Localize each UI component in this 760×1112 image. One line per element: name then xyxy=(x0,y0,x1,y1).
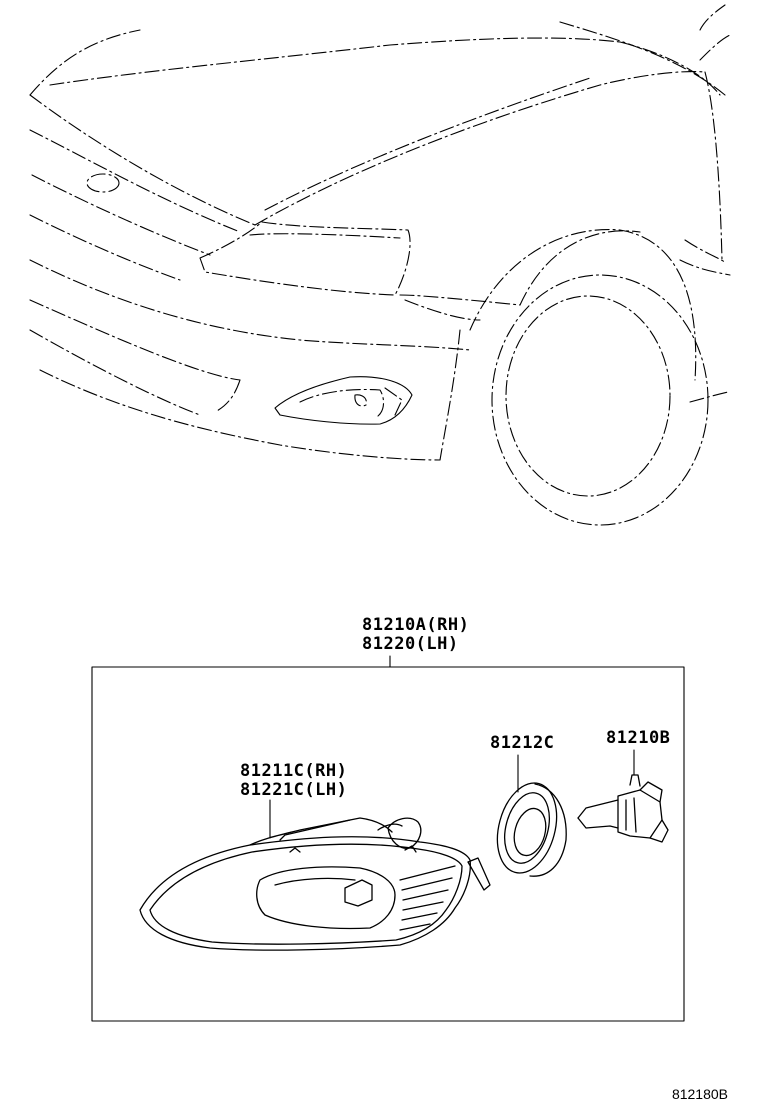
bulb xyxy=(577,774,669,843)
label-lens-housing-lh: 81221C(LH) xyxy=(240,780,348,800)
parts-box xyxy=(91,655,685,1022)
label-lens-housing: 81211C(RH) 81221C(LH) xyxy=(240,762,347,800)
car-front-illustration xyxy=(29,4,731,526)
label-bulb: 81210B xyxy=(606,728,671,748)
fog-lamp-housing xyxy=(139,817,491,951)
label-socket-seal: 81212C xyxy=(490,733,555,753)
label-lens-housing-rh: 81211C(RH) xyxy=(240,761,348,781)
label-assembly-lh: 81220(LH) xyxy=(362,634,459,654)
label-assembly-rh: 81210A(RH) xyxy=(362,615,470,635)
figure-code: 812180B xyxy=(671,1086,728,1102)
label-assembly: 81210A(RH) 81220(LH) xyxy=(362,616,469,654)
socket-seal xyxy=(496,782,567,877)
